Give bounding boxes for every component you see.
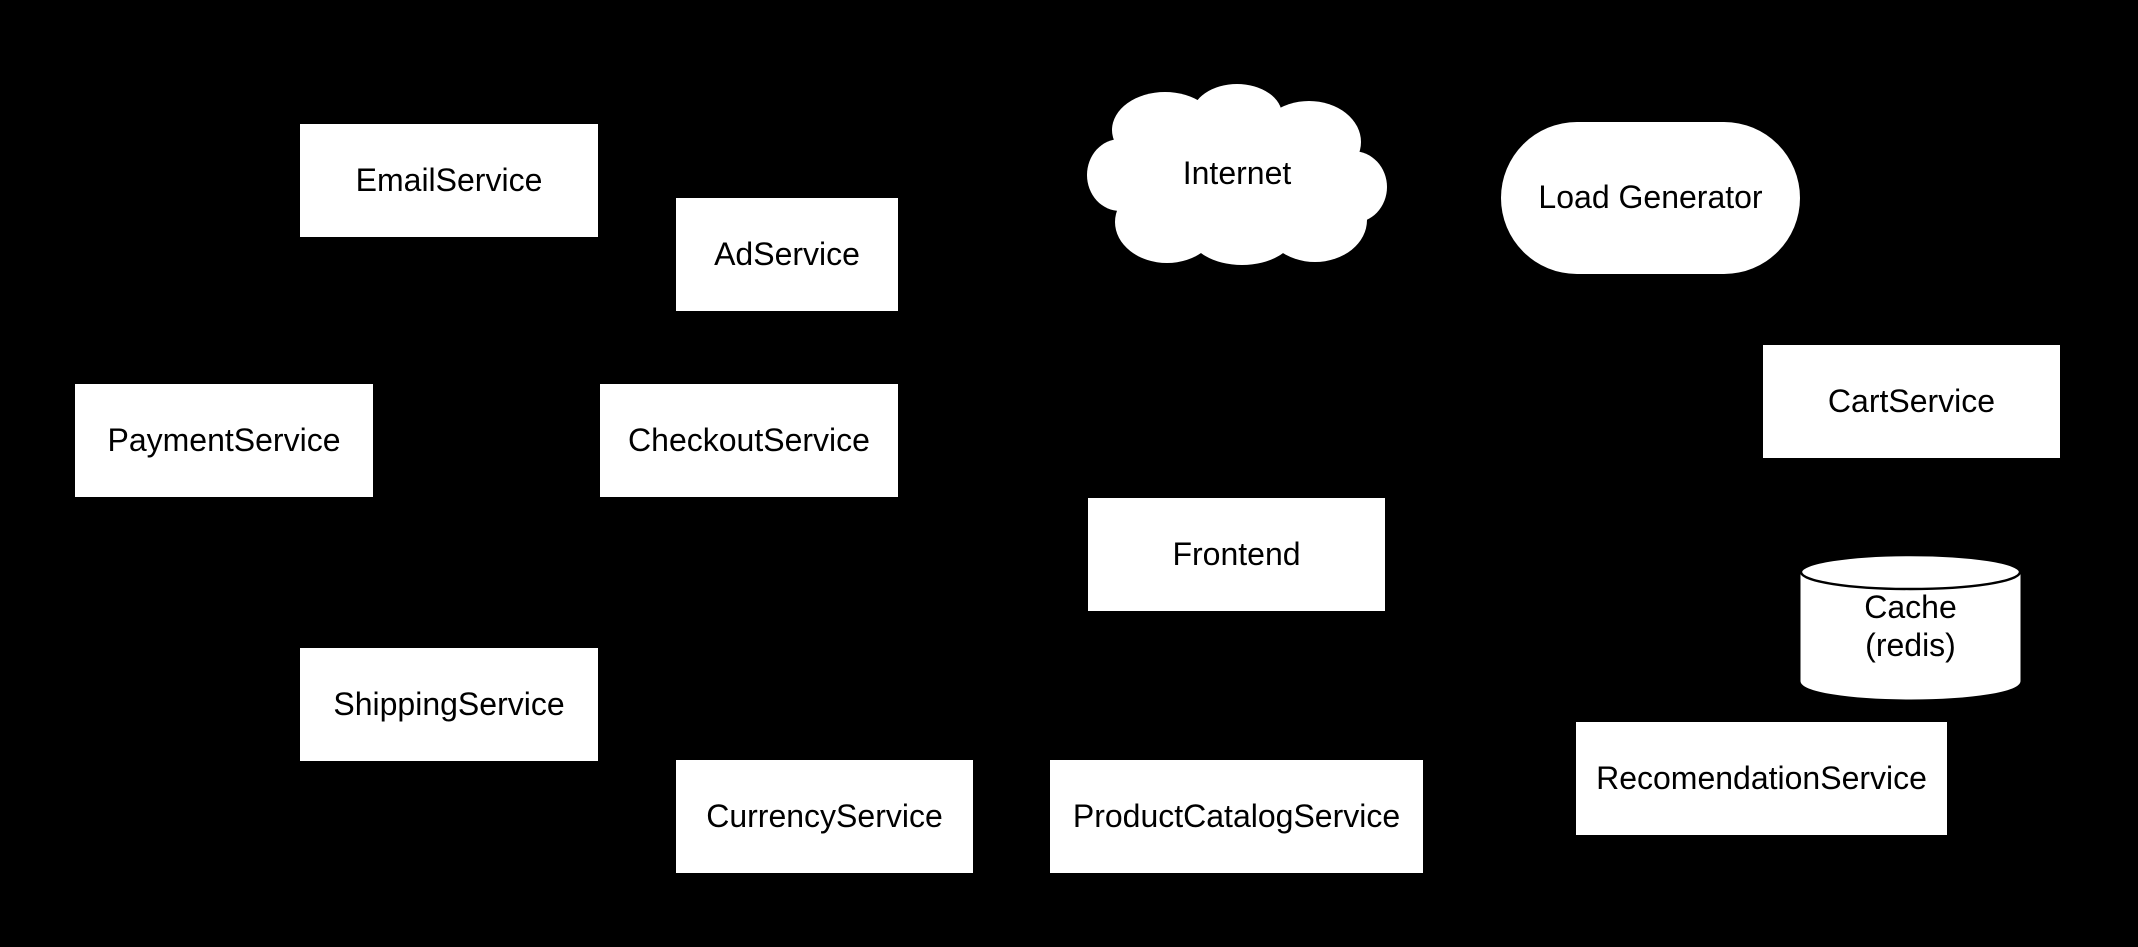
node-currency-service[interactable]: CurrencyService [676,760,973,873]
node-label-payment-service: PaymentService [107,421,341,458]
node-email-service[interactable]: EmailService [300,124,598,237]
node-payment-service[interactable]: PaymentService [75,384,373,497]
node-label-checkout-service: CheckoutService [628,421,870,458]
node-label-email-service: EmailService [355,161,543,198]
node-label-ad-service: AdService [714,235,860,272]
node-label-frontend: Frontend [1172,535,1301,572]
node-internet[interactable]: Internet [1087,82,1387,266]
node-checkout-service[interactable]: CheckoutService [600,384,898,497]
node-product-catalog-service[interactable]: ProductCatalogService [1050,760,1423,873]
node-label-load-generator: Load Generator [1538,179,1763,216]
node-label-currency-service: CurrencyService [706,797,943,834]
node-label-product-catalog-service: ProductCatalogService [1072,797,1401,834]
node-label-cart-service: CartService [1827,382,1996,419]
node-cart-service[interactable]: CartService [1763,345,2060,458]
node-label-shipping-service: ShippingService [333,685,565,722]
node-label-internet: Internet [1182,155,1292,192]
node-load-generator[interactable]: Load Generator [1501,122,1800,274]
node-shipping-service[interactable]: ShippingService [300,648,598,761]
node-frontend[interactable]: Frontend [1088,498,1385,611]
node-cache-redis[interactable]: Cache (redis) [1800,553,2021,700]
node-label-cache-redis: Cache (redis) [1864,588,1957,663]
node-ad-service[interactable]: AdService [676,198,898,311]
node-recomendation-service[interactable]: RecomendationService [1576,722,1947,835]
node-label-recomendation-service: RecomendationService [1596,759,1927,796]
